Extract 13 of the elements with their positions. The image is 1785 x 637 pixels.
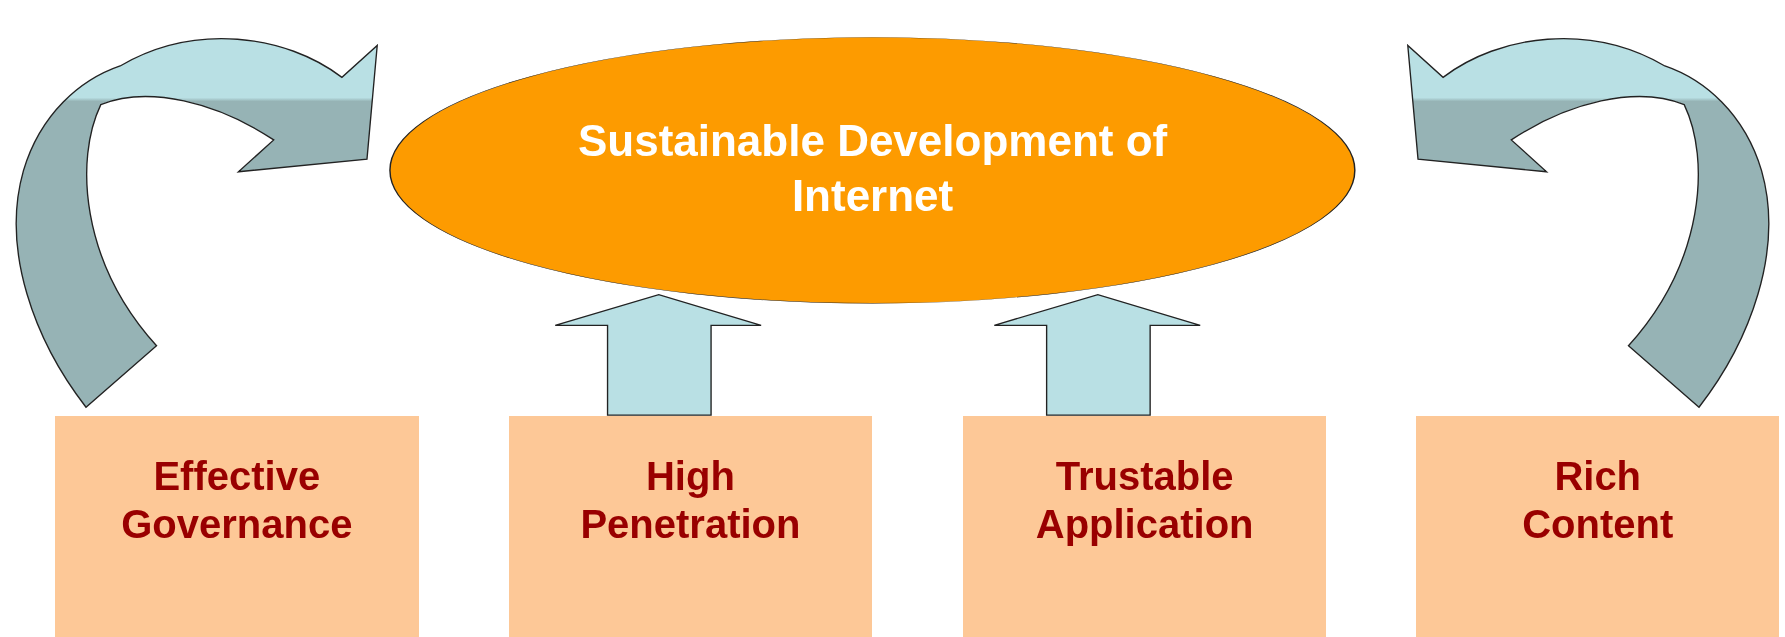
factor-label: Rich Content — [1521, 452, 1675, 548]
factor-box — [963, 415, 1327, 637]
block-arrow — [554, 293, 762, 416]
factor-box — [54, 415, 419, 637]
factor-label: Effective Governance — [120, 452, 354, 548]
factor-box — [508, 415, 872, 637]
curved-arrow — [15, 38, 378, 408]
goal-text: Sustainable Development of Internet — [576, 114, 1169, 222]
factor-label: Trustable Application — [1034, 452, 1255, 548]
factor-box — [1416, 415, 1780, 637]
block-arrow — [993, 293, 1201, 416]
factor-label: High Penetration — [579, 452, 802, 548]
curved-arrow — [1407, 38, 1770, 408]
